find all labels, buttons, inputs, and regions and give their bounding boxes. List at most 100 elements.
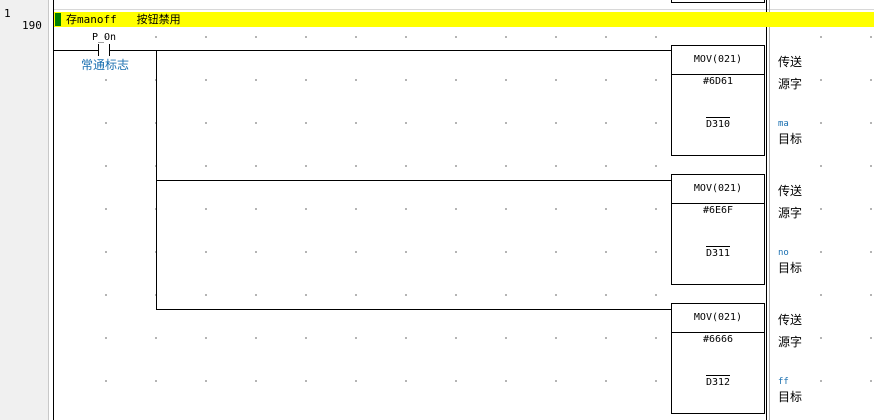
grid-dot xyxy=(555,337,557,339)
grid-dot xyxy=(205,165,207,167)
grid-dot xyxy=(205,251,207,253)
grid-dot xyxy=(820,79,822,81)
grid-dot xyxy=(455,122,457,124)
wire-branch-1 xyxy=(110,50,672,51)
mov-instruction-2[interactable]: MOV(021) #6E6F D311 xyxy=(671,174,765,285)
grid-dot xyxy=(305,122,307,124)
grid-dot xyxy=(105,208,107,210)
grid-dot xyxy=(105,122,107,124)
grid-dot xyxy=(205,337,207,339)
grid-dot xyxy=(870,36,872,38)
grid-dot xyxy=(405,79,407,81)
grid-dot xyxy=(355,165,357,167)
grid-dot xyxy=(405,337,407,339)
grid-dot xyxy=(155,380,157,382)
grid-dot xyxy=(405,251,407,253)
grid-dot xyxy=(605,36,607,38)
grid-dot xyxy=(655,165,657,167)
grid-dot xyxy=(605,122,607,124)
grid-dot xyxy=(505,36,507,38)
mov-instruction-3[interactable]: MOV(021) #6666 D312 xyxy=(671,303,765,414)
grid-dot xyxy=(555,380,557,382)
grid-dot xyxy=(555,36,557,38)
grid-dot xyxy=(820,165,822,167)
grid-dot xyxy=(205,36,207,38)
instruction-mnemonic: MOV(021) xyxy=(672,304,764,333)
grid-dot xyxy=(605,380,607,382)
label-dest: 目标 xyxy=(778,261,803,275)
instruction-dest: D312 xyxy=(705,375,731,388)
grid-dot xyxy=(305,380,307,382)
grid-dot xyxy=(305,294,307,296)
grid-dot xyxy=(505,165,507,167)
grid-dot xyxy=(405,165,407,167)
grid-dot xyxy=(155,36,157,38)
grid-dot xyxy=(870,79,872,81)
grid-dot xyxy=(205,380,207,382)
grid-dot xyxy=(605,251,607,253)
grid-dot xyxy=(820,122,822,124)
grid-dot xyxy=(255,208,257,210)
previous-instruction-box[interactable] xyxy=(671,0,765,3)
grid-dot xyxy=(355,208,357,210)
grid-dot xyxy=(505,208,507,210)
rung-comment-text: 存manoff 按钮禁用 xyxy=(66,13,181,26)
label-dest: 目标 xyxy=(778,390,803,404)
grid-dot xyxy=(655,208,657,210)
grid-dot xyxy=(355,380,357,382)
grid-dot xyxy=(305,36,307,38)
grid-dot xyxy=(255,122,257,124)
grid-dot xyxy=(455,79,457,81)
dest-comment: no xyxy=(778,248,789,258)
grid-dot xyxy=(505,79,507,81)
instruction-mnemonic: MOV(021) xyxy=(672,175,764,204)
grid-dot xyxy=(455,380,457,382)
mov-instruction-1[interactable]: MOV(021) #6D61 D310 xyxy=(671,45,765,156)
grid-dot xyxy=(555,251,557,253)
grid-dot xyxy=(605,208,607,210)
grid-dot xyxy=(255,36,257,38)
wire-branch-2 xyxy=(156,180,672,181)
grid-dot xyxy=(455,208,457,210)
grid-dot xyxy=(655,380,657,382)
grid-dot xyxy=(305,337,307,339)
grid-dot xyxy=(105,36,107,38)
grid-dot xyxy=(455,251,457,253)
grid-dot xyxy=(870,337,872,339)
instruction-dest: D311 xyxy=(705,246,731,259)
grid-dot xyxy=(655,294,657,296)
wire-branch-vertical xyxy=(156,50,157,309)
label-source: 源字 xyxy=(778,206,803,220)
instruction-source: #6D61 xyxy=(702,76,734,87)
grid-dot xyxy=(820,208,822,210)
grid-dot xyxy=(555,79,557,81)
grid-dot xyxy=(255,251,257,253)
wire-rail-to-contact xyxy=(54,50,98,51)
grid-dot xyxy=(355,79,357,81)
grid-dot xyxy=(820,380,822,382)
grid-dot xyxy=(820,294,822,296)
contact-right-bar[interactable] xyxy=(109,44,110,56)
rung-comment-marker xyxy=(55,13,61,26)
grid-dot xyxy=(305,165,307,167)
contact-left-bar[interactable] xyxy=(98,44,99,56)
grid-dot xyxy=(105,337,107,339)
grid-dot xyxy=(405,36,407,38)
instruction-dest: D310 xyxy=(705,117,731,130)
grid-dot xyxy=(820,337,822,339)
grid-dot xyxy=(870,294,872,296)
grid-dot xyxy=(505,294,507,296)
grid-dot xyxy=(355,36,357,38)
grid-dot xyxy=(655,79,657,81)
grid-dot xyxy=(105,380,107,382)
grid-dot xyxy=(105,251,107,253)
grid-dot xyxy=(405,122,407,124)
grid-dot xyxy=(205,79,207,81)
rung-comment-bar[interactable] xyxy=(54,12,874,27)
grid-dot xyxy=(405,294,407,296)
grid-dot xyxy=(455,165,457,167)
grid-dot xyxy=(555,294,557,296)
instruction-source: #6E6F xyxy=(702,205,734,216)
grid-dot xyxy=(405,208,407,210)
grid-dot xyxy=(105,165,107,167)
